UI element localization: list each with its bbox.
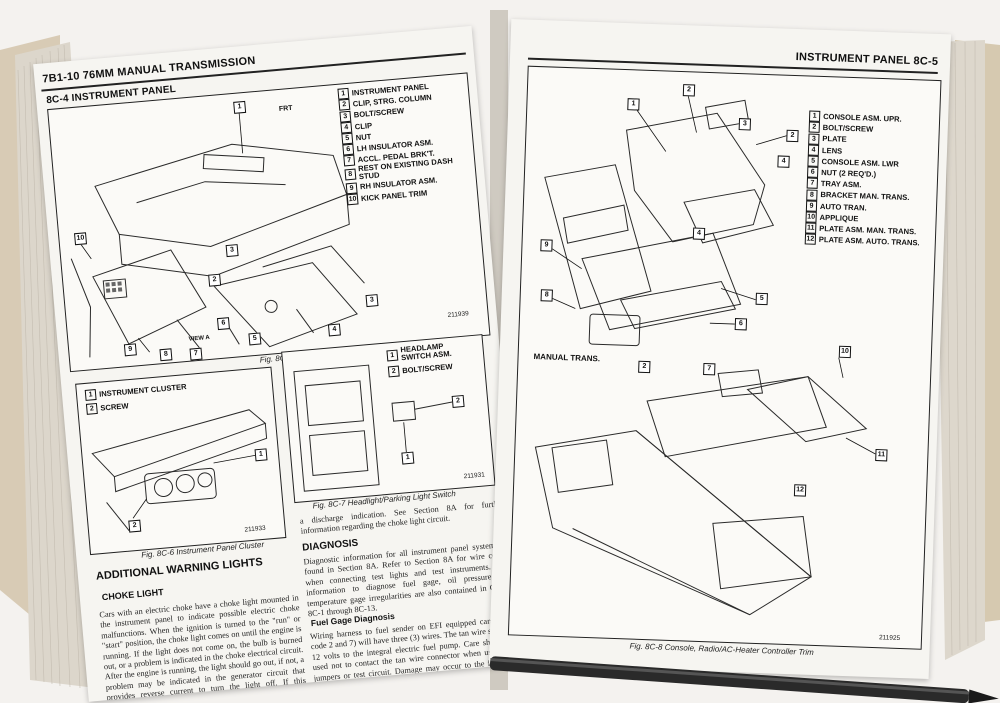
callout-3b: 3 [365, 294, 379, 308]
callout-6: 6 [216, 317, 230, 331]
console-code: 211925 [878, 634, 901, 642]
figure-hush-panels: 1 10 3 2 9 8 7 6 5 4 3 FRT VIEW A 211939… [47, 72, 491, 373]
right-page-edges [935, 40, 985, 660]
console-callout-1: 1 [627, 98, 640, 111]
front-arrow-label: FRT [278, 104, 293, 113]
right-page: INSTRUMENT PANEL 8C-5 [488, 19, 952, 680]
callout-5: 5 [248, 332, 262, 346]
pen [489, 648, 1000, 703]
callout-4: 4 [327, 323, 341, 337]
console-callout-4b: 4 [692, 227, 706, 240]
callout-9: 9 [123, 343, 137, 357]
heading-choke-light: CHOKE LIGHT [101, 586, 165, 603]
heading-additional-warning-lights: ADDITIONAL WARNING LIGHTS [95, 556, 264, 583]
console-callout-2c: 2 [638, 360, 651, 374]
console-callout-10: 10 [838, 345, 852, 359]
console-callout-11: 11 [875, 449, 888, 462]
console-callout-5: 5 [755, 292, 768, 306]
console-callout-9: 9 [540, 239, 553, 252]
console-drawing [534, 94, 876, 616]
cluster-drawing [91, 409, 268, 531]
right-page-header: INSTRUMENT PANEL 8C-5 [795, 51, 939, 68]
callout-1: 1 [233, 100, 247, 114]
callout-10: 10 [74, 232, 88, 246]
console-callout-2b: 2 [786, 129, 799, 143]
console-callout-7: 7 [703, 362, 716, 376]
diagnosis-text: Diagnostic information for all instrumen… [303, 539, 512, 619]
console-callout-12: 12 [793, 484, 807, 497]
cluster-callout-2: 2 [128, 519, 142, 533]
headlamp-drawing [293, 364, 453, 492]
cluster-callout-1: 1 [254, 448, 268, 462]
headlamp-callout-2: 2 [451, 394, 465, 408]
callout-3: 3 [225, 244, 239, 258]
console-callout-4: 4 [777, 155, 790, 168]
figure-console: 1 2 3 2 4 4 9 8 5 6 7 2 10 11 12 MANUAL … [507, 65, 942, 650]
callout-2: 2 [208, 273, 222, 287]
console-callout-6: 6 [734, 318, 748, 331]
console-callout-2: 2 [682, 84, 696, 97]
callout-8: 8 [159, 348, 173, 362]
headlamp-callout-1: 1 [401, 451, 415, 465]
callout-7: 7 [189, 347, 203, 361]
left-page: 7B1-10 76MM MANUAL TRANSMISSION 8C-4 INS… [33, 25, 528, 702]
pen-drawing [489, 656, 999, 703]
heading-diagnosis: DIAGNOSIS [301, 537, 359, 554]
console-callout-3: 3 [738, 118, 752, 131]
console-callout-8: 8 [540, 289, 553, 302]
